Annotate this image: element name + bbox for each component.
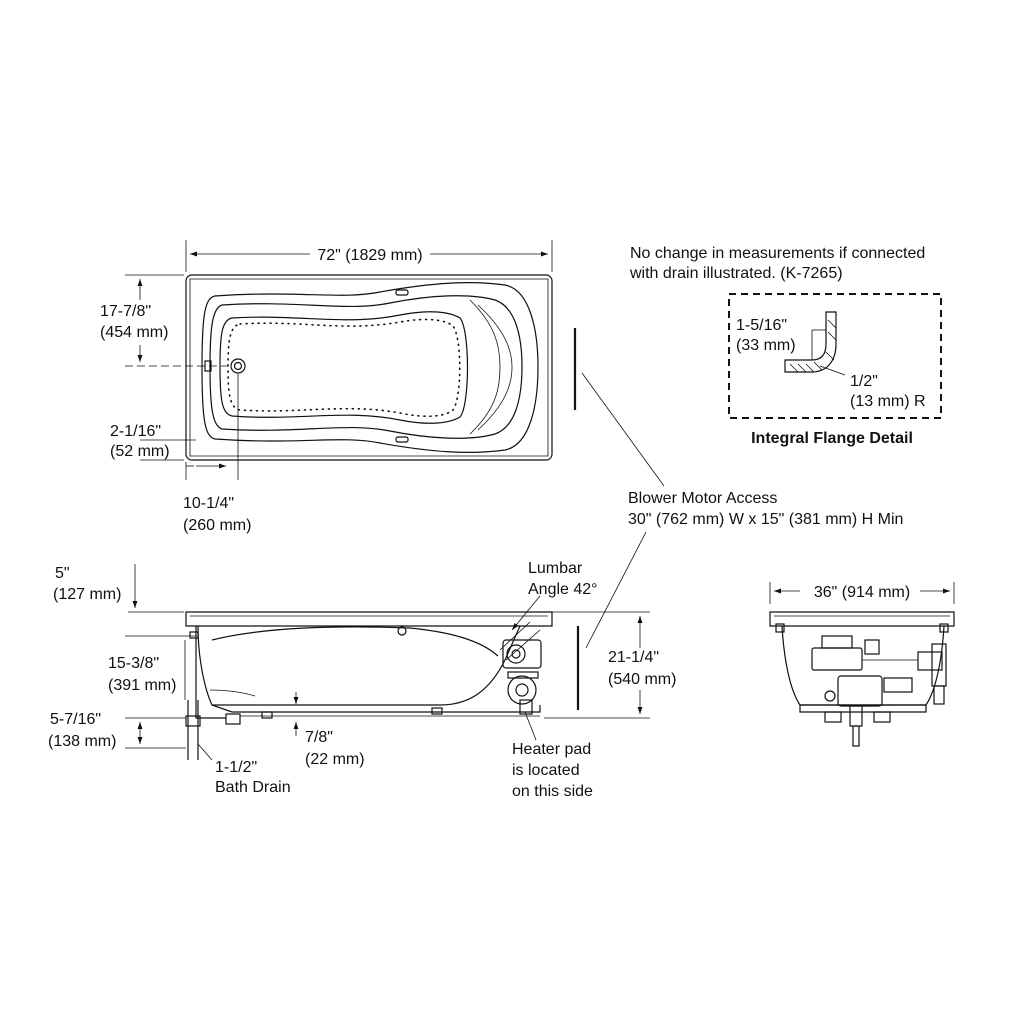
- height-label-2: (540 mm): [608, 671, 676, 688]
- side-drain-h-label-1: 5-7/16": [50, 711, 101, 728]
- drain-inner: [233, 361, 243, 371]
- flange-note-2: with drain illustrated. (K-7265): [629, 265, 843, 282]
- tub-floor-outline: [219, 311, 469, 424]
- grab-handle-top: [395, 289, 409, 296]
- bath-drain-label-1: 1-1/2": [215, 759, 257, 776]
- top-rim-label-1: 2-1/16": [110, 423, 161, 440]
- base-label-1: 7/8": [305, 729, 333, 746]
- flange-detail-title: Integral Flange Detail: [751, 430, 913, 447]
- top-drain-offset-2: (260 mm): [183, 517, 251, 534]
- headrest-contour: [469, 299, 501, 435]
- flange-dim-2a: 1/2": [850, 373, 878, 390]
- flange-dim-2b: (13 mm) R: [850, 393, 926, 410]
- flange-profile: [784, 311, 837, 373]
- side-inner-label-2: (391 mm): [108, 677, 176, 694]
- drain-outer: [230, 358, 246, 374]
- top-drain-offset-1: 10-1/4": [183, 495, 234, 512]
- end-rim: [769, 611, 955, 627]
- heater-label-2: is located: [512, 762, 580, 779]
- base-label-2: (22 mm): [305, 751, 365, 768]
- end-shell: [781, 625, 945, 706]
- flange-dim-1b: (33 mm): [736, 337, 796, 354]
- heater-label-1: Heater pad: [512, 741, 591, 758]
- blower-line-2: 30" (762 mm) W x 15" (381 mm) H Min: [628, 511, 903, 528]
- end-view: 36" (914 mm): [769, 582, 955, 747]
- side-shell: [197, 625, 521, 706]
- tub-basin-outer: [201, 281, 539, 454]
- drain-pipe: [195, 626, 226, 719]
- tub-outer-rim: [185, 274, 553, 461]
- side-rim-label-1: 5": [55, 565, 70, 582]
- side-rim: [185, 611, 553, 627]
- lumbar-label-1: Lumbar: [528, 560, 583, 577]
- side-basin-curve: [211, 626, 499, 657]
- heater-label-3: on this side: [512, 783, 593, 800]
- flange-dim-1a: 1-5/16": [736, 317, 787, 334]
- top-rim-label-2: (52 mm): [110, 443, 170, 460]
- side-grab-handle: [397, 626, 407, 636]
- side-seat-curve: [209, 689, 256, 697]
- top-depth-label-1: 17-7/8": [100, 303, 151, 320]
- bath-drain-label-2: Bath Drain: [215, 779, 291, 796]
- flange-hatching: [789, 319, 837, 373]
- top-depth-label-2: (454 mm): [100, 324, 168, 341]
- top-view: 72" (1829 mm) 17-7/8" (454 mm) 2-1/16" (…: [100, 240, 577, 534]
- blower-motor-assembly: [499, 621, 542, 715]
- side-rim-label-2: (127 mm): [53, 586, 121, 603]
- side-inner-label-1: 15-3/8": [108, 655, 159, 672]
- air-jet-channel: [227, 318, 461, 418]
- end-equipment: [811, 635, 947, 747]
- flange-note-1: No change in measurements if connected: [630, 245, 925, 262]
- drain-tailpiece: [187, 700, 199, 760]
- height-label-1: 21-1/4": [608, 649, 659, 666]
- side-drain-h-label-2: (138 mm): [48, 733, 116, 750]
- end-width-label: 36" (914 mm): [814, 584, 910, 601]
- grab-handle-bottom: [395, 436, 409, 443]
- top-width-label: 72" (1829 mm): [317, 247, 422, 264]
- blower-leader-side: [585, 531, 647, 649]
- side-view: Lumbar Angle 42° 5" (127 mm) 15-3/8" (39…: [48, 560, 676, 800]
- blower-note: Blower Motor Access 30" (762 mm) W x 15"…: [581, 372, 903, 649]
- flange-detail: No change in measurements if connected w…: [629, 245, 942, 447]
- blower-line-1: Blower Motor Access: [628, 490, 777, 507]
- blower-leader-top: [581, 372, 665, 487]
- side-base: [211, 704, 541, 713]
- headrest-contour-2: [477, 304, 513, 431]
- tub-basin-inner: [209, 295, 523, 439]
- lumbar-label-2: Angle 42°: [528, 581, 598, 598]
- tub-deck-line: [189, 278, 549, 457]
